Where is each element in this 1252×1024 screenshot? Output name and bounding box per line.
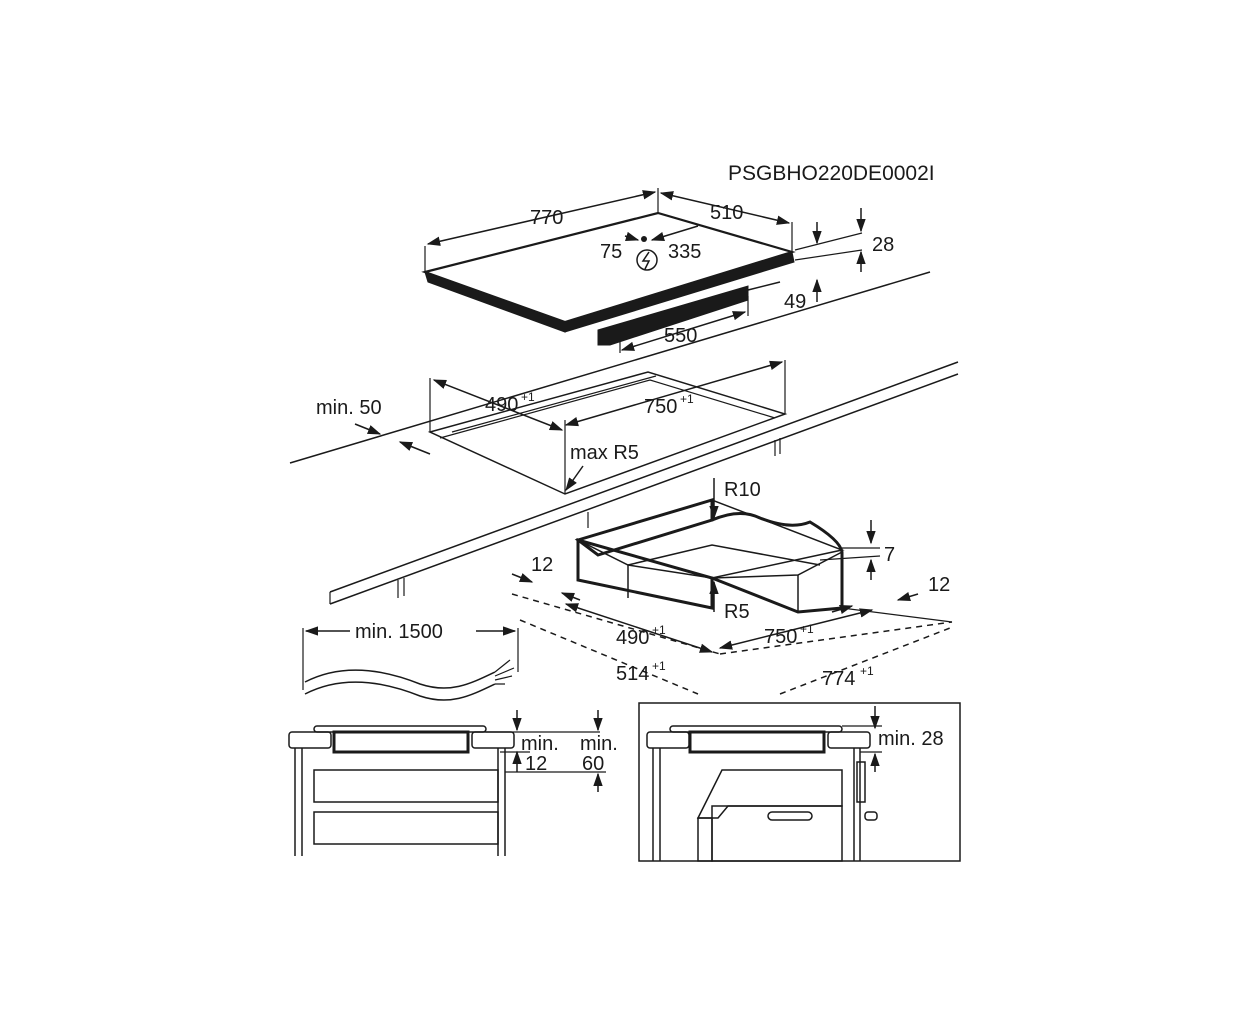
frame-depth-tolerance: +1 <box>652 623 666 637</box>
frame-outer-depth-label: 514 <box>616 663 649 685</box>
frame-depth-label: 490 <box>616 627 649 649</box>
cutout-radius-label: max R5 <box>570 442 639 464</box>
cable-length-label: min. 1500 <box>355 621 443 643</box>
min-b-label: min. <box>580 733 618 755</box>
hob-height-label: 28 <box>872 234 894 256</box>
cutout-width-label: 750 <box>644 396 677 418</box>
cable-drawing: min. 1500 <box>302 621 519 701</box>
section-left-drawing <box>288 725 515 856</box>
min-a-label: min. <box>521 733 559 755</box>
frame-outer-width-tolerance: +1 <box>860 664 874 678</box>
cutout-depth-label: 490 <box>485 394 518 416</box>
hob-width-label: 770 <box>530 207 563 229</box>
hob-dimensions: 770 510 75 335 28 49 550 <box>424 188 894 353</box>
frame-drawing <box>511 497 953 695</box>
min-b-value: 60 <box>582 753 604 775</box>
frame-outer-width-label: 774 <box>822 668 855 690</box>
section-right-drawing <box>638 702 961 862</box>
section-left-dimensions: min. 12 min. 60 <box>486 710 618 792</box>
connection-right-label: 335 <box>668 241 701 263</box>
cutout-dimensions: min. 50 490 +1 750 +1 max R5 <box>316 360 786 494</box>
drawing-code: PSGBHO220DE0002I <box>728 162 935 185</box>
min-28-label: min. 28 <box>878 728 944 750</box>
connection-left-label: 75 <box>600 241 622 263</box>
frame-offset-right-label: 12 <box>928 574 950 596</box>
min-a-value: 12 <box>525 753 547 775</box>
cutout-width-tolerance: +1 <box>680 392 694 406</box>
frame-width-tolerance: +1 <box>800 622 814 636</box>
hob-bottom-height-label: 49 <box>784 291 806 313</box>
frame-outer-radius-label: R10 <box>724 479 761 501</box>
hob-drawing <box>421 211 796 346</box>
frame-step-label: 7 <box>884 544 895 566</box>
frame-offset-left-label: 12 <box>531 554 553 576</box>
frame-inner-radius-label: R5 <box>724 601 750 623</box>
min-edge-label: min. 50 <box>316 397 382 419</box>
frame-dimensions: R10 R5 7 12 12 490 +1 750 +1 514 +1 774 … <box>511 478 950 690</box>
power-connection-icon <box>636 249 658 271</box>
hob-bottom-width-label: 550 <box>664 325 697 347</box>
frame-width-label: 750 <box>764 626 797 648</box>
cutout-depth-tolerance: +1 <box>521 390 535 404</box>
frame-outer-depth-tolerance: +1 <box>652 659 666 673</box>
hob-depth-label: 510 <box>710 202 743 224</box>
section-right-dimensions: min. 28 <box>842 706 944 772</box>
